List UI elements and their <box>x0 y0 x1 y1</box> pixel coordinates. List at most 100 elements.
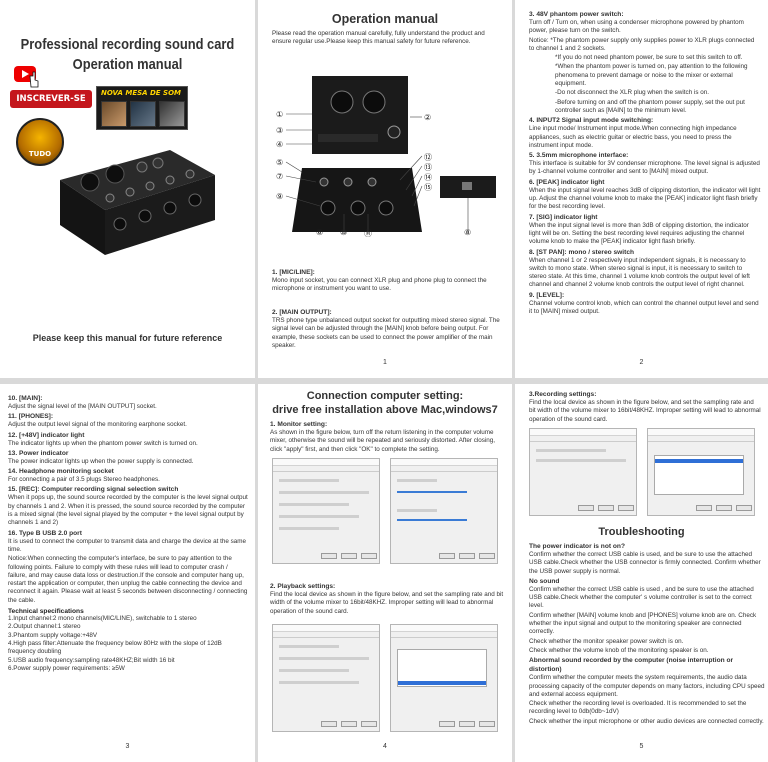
section-body: Adjust the output level signal of the mo… <box>8 421 187 429</box>
notice-text: Notice: *The phantom power supply only s… <box>529 36 755 52</box>
section-body: Check whether the recording level is ove… <box>529 700 747 716</box>
manual-page-5: 3.Recording settings: Find the local dev… <box>515 384 768 762</box>
manual-page-3: 10. [MAIN]:Adjust the signal level of th… <box>0 384 255 762</box>
section-body: As shown in the figure below, turn off t… <box>270 429 496 453</box>
section-heading: 16. Type B USB 2.0 port <box>8 529 82 537</box>
spec-item: 5.USB audio frequency:sampling rate48KHZ… <box>8 656 175 664</box>
page-number: 1 <box>383 359 387 366</box>
sound-card-device-image <box>60 150 215 255</box>
section-heading: 6. [PEAK] indicator light <box>529 178 605 186</box>
cover-page: Professional recording sound card Operat… <box>0 0 255 378</box>
callout-label: ⑭ <box>424 173 432 182</box>
channel-logo: TUDO <box>16 118 64 166</box>
settings-screenshot <box>529 428 637 516</box>
callout-label: ⑧ <box>464 228 472 237</box>
callout-label: ④ <box>276 140 284 149</box>
subscribe-badge[interactable]: INSCREVER-SE <box>10 90 92 108</box>
section-heading: 1. [MIC/LINE]: <box>272 269 315 276</box>
section-body: Check whether the volume knob of the mon… <box>529 646 709 654</box>
section-heading: 14. Headphone monitoring socket <box>8 468 114 476</box>
spec-item: 6.Power supply power requirements: ≥5W <box>8 664 125 672</box>
section-body: When the input signal level is more than… <box>529 221 749 246</box>
section-heading: 8. [ST PAN]: mono / stereo switch <box>529 248 635 256</box>
callout-label: ⑥ <box>316 228 324 237</box>
section-body: Line input mode/ Instrument input mode.W… <box>529 125 737 149</box>
spec-item: 2.Output channel:1 stereo <box>8 623 81 631</box>
section-body: Confirm whether the correct USB cable is… <box>529 585 754 610</box>
page-number: 5 <box>639 743 644 750</box>
promo-photo <box>159 101 185 127</box>
section-monitor: 1. Monitor setting: As shown in the figu… <box>270 420 504 454</box>
section-heading: 11. [PHONES]: <box>8 413 54 421</box>
section-heading: 3.Recording settings: <box>529 391 597 398</box>
section-body: Channel volume control knob, which can c… <box>529 299 759 316</box>
section-body: When it pops up, the sound source record… <box>8 494 248 527</box>
troubleshooting-title: Troubleshooting <box>598 526 685 538</box>
section-heading: Abnormal sound recorded by the computer … <box>529 657 734 674</box>
section-heading: 5. 3.5mm microphone interface: <box>529 152 629 160</box>
section-body: The power indicator lights up when the p… <box>8 457 194 465</box>
section-body: Confirm whether the computer meets the s… <box>529 674 765 698</box>
page-subtitle: drive free installation above Mac,window… <box>272 404 498 416</box>
section-body: Check whether the input microphone or ot… <box>529 717 764 725</box>
settings-screenshot <box>272 458 380 564</box>
section-heading: 1. Monitor setting: <box>270 421 328 428</box>
section-heading: No sound <box>529 577 560 585</box>
settings-screenshot <box>390 624 498 732</box>
section-body: It is used to connect the computer to tr… <box>8 537 247 553</box>
section-mic-line: 1. [MIC/LINE]: Mono input socket, you ca… <box>272 268 504 294</box>
section-heading: 2. [MAIN OUTPUT]: <box>272 309 332 316</box>
callout-label: ⑨ <box>276 192 284 201</box>
settings-screenshot <box>647 428 755 516</box>
notice-text: -Do not disconnect the XLR plug when the… <box>555 89 710 97</box>
device-callout-diagram <box>285 76 496 234</box>
section-recording: 3.Recording settings: Find the local dev… <box>529 390 761 424</box>
notice-text: *If you do not need phantom power, be su… <box>555 54 743 62</box>
section-body: For connecting a pair of 3.5 plugs Stere… <box>8 476 160 484</box>
section-body: When channel 1 or 2 respectively input i… <box>529 256 750 289</box>
section-body: Adjust the signal level of the [MAIN OUT… <box>8 403 157 410</box>
section-playback: 2. Playback settings: Find the local dev… <box>270 582 504 616</box>
section-body: When the input signal level reaches 3dB … <box>529 186 761 211</box>
manual-page-1: Operation manual Please read the operati… <box>258 0 512 378</box>
specs-heading: Technical specifications <box>8 608 84 616</box>
spec-item: 4.High pass filter:Attenuate the frequen… <box>8 639 222 656</box>
promo-photo <box>101 101 127 127</box>
promo-thumbnail[interactable]: NOVA MESA DE SOM <box>96 86 188 130</box>
section-heading: 4. INPUT2 Signal input mode switching: <box>529 117 654 125</box>
section-body: Mono input socket, you can connect XLR p… <box>272 277 487 293</box>
section-body: The indicator lights up when the phantom… <box>8 439 198 447</box>
cover-subtitle: Operation manual <box>72 56 183 73</box>
settings-screenshot <box>272 624 380 732</box>
page-number: 4 <box>383 743 387 750</box>
logo-text: TUDO <box>28 150 52 158</box>
spec-item: 3.Phantom supply voltage:+48V <box>8 631 98 639</box>
section-body: Confirm whether [MAIN] volume knob and [… <box>529 611 757 636</box>
section-body: This interface is suitable for 3V conden… <box>529 160 760 176</box>
callout-label: ⑤ <box>276 158 284 167</box>
callout-label: ③ <box>276 126 284 135</box>
section-heading: 9. [LEVEL]: <box>529 291 565 299</box>
page-title: Connection computer setting: <box>306 390 464 402</box>
settings-screenshot <box>390 458 498 564</box>
section-heading: 7. [SIG] indicator light <box>529 213 598 221</box>
section-heading: The power indicator is not on? <box>529 543 625 550</box>
section-body: Turn off / Turn on, when using a condens… <box>529 19 744 35</box>
section-heading: 2. Playback settings: <box>270 583 336 590</box>
section-body: TRS phone type unbalanced output socket … <box>272 317 500 349</box>
section-body: Find the local device as shown in the fi… <box>270 591 504 615</box>
callout-label: ① <box>276 110 284 119</box>
spec-item: 1.Input channel:2 mono channels(MIC/LINE… <box>8 615 197 623</box>
callout-label: ⑫ <box>424 153 432 162</box>
section-heading: 15. [REC]: Computer recording signal sel… <box>8 486 179 494</box>
section-heading: 3. 48V phantom power switch: <box>529 11 624 18</box>
manual-page-2: 3. 48V phantom power switch:Turn off / T… <box>515 0 768 378</box>
callout-label: ⑬ <box>424 163 432 172</box>
notice-text: *When the phantom power is turned on, pa… <box>555 63 748 88</box>
intro-text: Please read the operation manual careful… <box>272 30 485 46</box>
callout-label: ② <box>424 113 432 122</box>
cover-footer: Please keep this manual for future refer… <box>32 333 223 343</box>
section-heading: 10. [MAIN]: <box>8 395 43 402</box>
callout-label: ⑪ <box>364 229 372 238</box>
section-heading: 12. [+48V] indicator light <box>8 431 85 439</box>
